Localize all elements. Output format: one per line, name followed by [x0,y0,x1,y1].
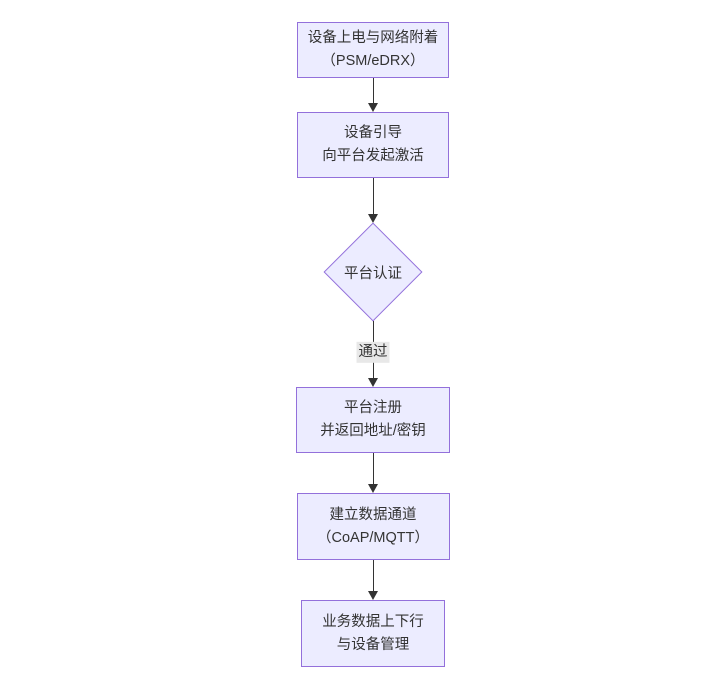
node-label-line: 向平台发起激活 [322,148,424,164]
edge-connector [368,178,378,223]
node-label-line: 业务数据上下行 [322,613,424,630]
node-platform-auth-decision: 平台认证 [323,222,423,322]
node-label-line: （CoAP/MQTT） [317,529,429,546]
arrow-down-icon [368,591,378,600]
node-platform-register: 平台注册 并返回地址/密钥 [296,387,450,453]
arrow-down-icon [368,378,378,387]
arrow-down-icon [368,484,378,493]
node-label-line: （PSM/eDRX） [321,53,425,69]
node-label-line: 平台认证 [344,265,402,282]
edge-connector [368,78,378,112]
arrow-down-icon [368,103,378,112]
edge-connector [368,453,378,493]
edge-label-pass: 通过 [356,341,390,363]
node-label-line: 平台注册 [344,400,402,416]
arrow-down-icon [368,214,378,223]
node-label-line: 建立数据通道 [329,506,417,523]
node-label-line: 设备引导 [344,125,402,141]
edge-line [372,453,374,484]
edge-line [372,178,374,214]
node-label-line: 与设备管理 [336,636,410,653]
node-label-line: 设备上电与网络附着 [307,30,439,46]
edge-connector-pass: 通过 [356,321,390,387]
node-power-network-attach: 设备上电与网络附着 （PSM/eDRX） [297,22,449,78]
node-data-channel: 建立数据通道 （CoAP/MQTT） [296,493,450,560]
edge-line [372,78,374,103]
edge-connector [368,560,378,600]
node-business-data-mgmt: 业务数据上下行 与设备管理 [301,600,445,667]
node-device-bootstrap: 设备引导 向平台发起激活 [297,112,449,178]
node-label-line: 并返回地址/密钥 [320,423,426,439]
edge-line [372,560,374,591]
